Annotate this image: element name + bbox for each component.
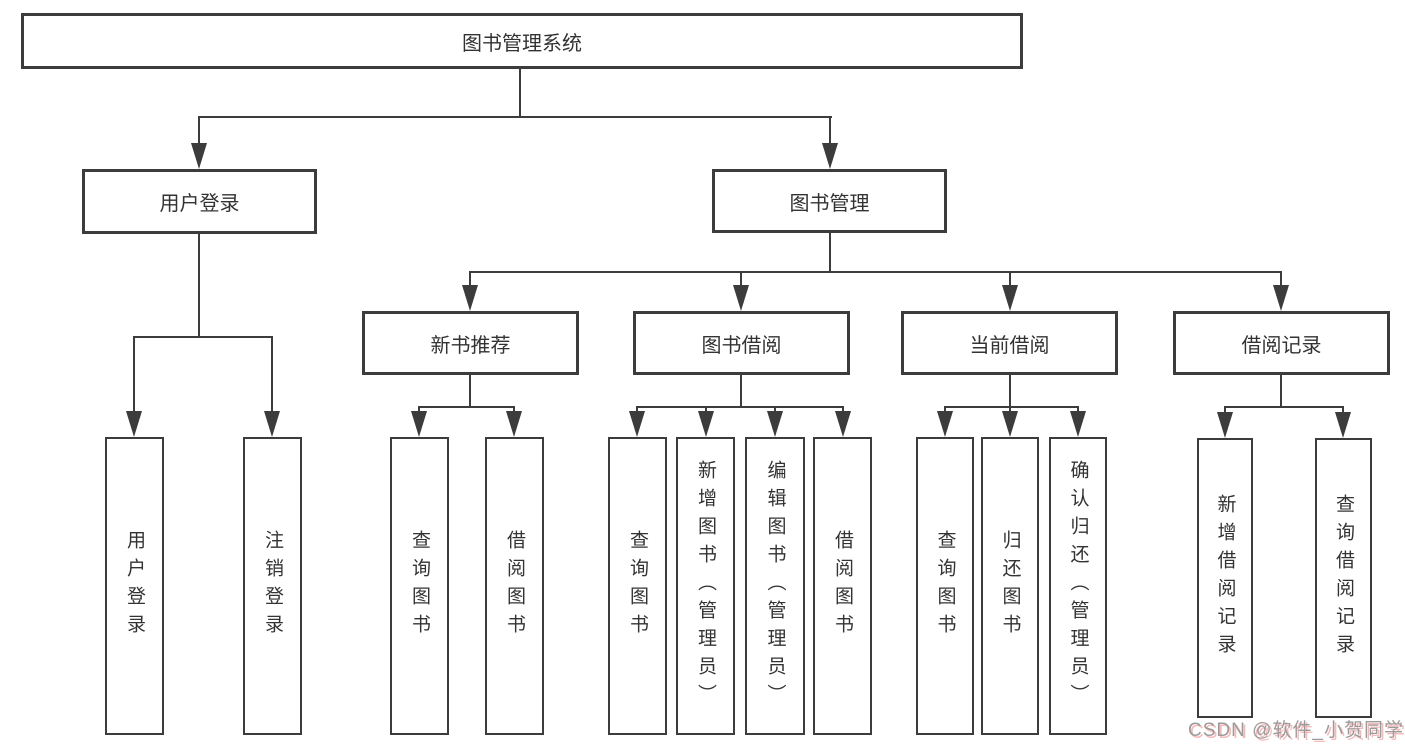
node-leaf-query-borrow-record: 查询借阅记录 xyxy=(1315,438,1372,718)
node-leaf-query-books-borrowing: 查询图书 xyxy=(608,437,667,735)
arrowhead-book-borrow xyxy=(733,285,749,311)
arrowhead-leaf-logout xyxy=(264,411,280,437)
edge-shaft-g2-add xyxy=(705,406,707,414)
edge-book-management-stem xyxy=(829,233,831,273)
node-new-book-recommendation: 新书推荐 xyxy=(362,311,579,375)
edge-new-book-stem xyxy=(469,375,471,408)
edge-root-stem xyxy=(519,69,521,117)
node-leaf-query-books-current: 查询图书 xyxy=(916,437,974,735)
node-label: 确认归还（管理员） xyxy=(1067,460,1089,712)
node-label: 查询借阅记录 xyxy=(1333,494,1354,662)
arrowhead-g3-confirm xyxy=(1070,411,1086,437)
node-user-login-branch: 用户登录 xyxy=(82,169,317,234)
edge-new-book-rail xyxy=(418,406,515,408)
node-leaf-borrow-books-recommend: 借阅图书 xyxy=(485,437,544,735)
edge-shaft-book-borrow xyxy=(740,271,742,287)
arrowhead-g2-borrow xyxy=(835,411,851,437)
edge-level2-rail xyxy=(198,116,832,118)
csdn-watermark: CSDN @软件_小贺同学 xyxy=(1188,720,1404,741)
edge-shaft-g3-return xyxy=(1009,406,1011,414)
edge-shaft-borrow-record xyxy=(1280,271,1282,287)
node-label: 图书借阅 xyxy=(701,334,782,357)
edge-shaft-book-management xyxy=(829,116,831,145)
arrowhead-g2-edit xyxy=(767,411,783,437)
node-label: 借阅图书 xyxy=(504,530,525,642)
edge-shaft-g2-borrow xyxy=(842,406,844,414)
arrowhead-user-login xyxy=(191,143,207,169)
edge-borrow-record-rail xyxy=(1224,406,1344,408)
edge-book-borrow-rail xyxy=(636,406,844,408)
edge-shaft-g3-confirm xyxy=(1077,406,1079,414)
node-book-borrowing: 图书借阅 xyxy=(633,311,850,375)
edge-user-login-rail xyxy=(133,336,273,338)
edge-shaft-g1-query xyxy=(418,406,420,414)
node-label: 注销登录 xyxy=(262,530,283,642)
edge-shaft-g3-query xyxy=(944,406,946,414)
node-label: 新增借阅记录 xyxy=(1214,494,1236,662)
edge-shaft-leaf-logout xyxy=(271,336,273,413)
edge-current-borrow-stem xyxy=(1009,375,1011,408)
node-leaf-user-login: 用户登录 xyxy=(105,437,164,735)
edge-level3-rail xyxy=(469,271,1282,273)
arrowhead-g1-query xyxy=(411,411,427,437)
edge-shaft-g4-add xyxy=(1224,406,1226,414)
node-label: 借阅记录 xyxy=(1241,334,1322,357)
edge-shaft-user-login xyxy=(198,116,200,145)
arrowhead-leaf-user-login xyxy=(126,411,142,437)
edge-shaft-g1-borrow xyxy=(513,406,515,414)
node-label: 查询图书 xyxy=(627,530,648,642)
node-book-management-branch: 图书管理 xyxy=(712,169,947,233)
node-label: 借阅图书 xyxy=(832,530,853,642)
node-leaf-query-books-recommend: 查询图书 xyxy=(390,437,449,735)
node-label: 新书推荐 xyxy=(430,334,511,357)
node-leaf-edit-books-admin: 编辑图书（管理员） xyxy=(745,437,805,735)
edge-shaft-current-borrow xyxy=(1009,271,1011,287)
node-label: 查询图书 xyxy=(409,530,430,642)
node-label: 图书管理系统 xyxy=(462,32,582,55)
node-borrowing-records: 借阅记录 xyxy=(1173,311,1390,375)
edge-user-login-stem xyxy=(198,234,200,338)
edge-shaft-g2-edit xyxy=(774,406,776,414)
arrowhead-current-borrow xyxy=(1002,285,1018,311)
node-label: 编辑图书（管理员） xyxy=(764,460,786,712)
edge-book-borrow-stem xyxy=(740,375,742,408)
arrowhead-g2-add xyxy=(698,411,714,437)
arrowhead-g4-add xyxy=(1217,412,1233,438)
node-label: 新增图书（管理员） xyxy=(695,460,716,712)
node-leaf-return-books: 归还图书 xyxy=(981,437,1039,735)
node-label: 归还图书 xyxy=(999,530,1021,642)
node-library-management-system: 图书管理系统 xyxy=(21,13,1023,69)
node-leaf-borrow-books: 借阅图书 xyxy=(813,437,872,735)
node-label: 图书管理 xyxy=(789,192,870,215)
arrowhead-book-management xyxy=(822,143,838,169)
node-label: 当前借阅 xyxy=(969,334,1050,357)
arrowhead-g4-query xyxy=(1335,412,1351,438)
arrowhead-g1-borrow xyxy=(506,411,522,437)
edge-borrow-record-stem xyxy=(1280,375,1282,408)
arrowhead-g2-query xyxy=(629,411,645,437)
node-leaf-add-books-admin: 新增图书（管理员） xyxy=(676,437,735,735)
node-label: 用户登录 xyxy=(124,530,145,642)
arrowhead-g3-return xyxy=(1002,411,1018,437)
node-leaf-add-borrow-record: 新增借阅记录 xyxy=(1197,438,1253,718)
node-leaf-confirm-return-admin: 确认归还（管理员） xyxy=(1049,437,1107,735)
arrowhead-new-book xyxy=(462,285,478,311)
node-label: 查询图书 xyxy=(934,530,956,642)
edge-shaft-leaf-user-login xyxy=(133,336,135,413)
node-label: 用户登录 xyxy=(159,193,240,215)
edge-current-borrow-rail xyxy=(944,406,1079,408)
edge-shaft-new-book xyxy=(469,271,471,287)
arrowhead-g3-query xyxy=(937,411,953,437)
edge-shaft-g2-query xyxy=(636,406,638,414)
arrowhead-borrow-record xyxy=(1273,285,1289,311)
edge-shaft-g4-query xyxy=(1342,406,1344,414)
node-current-borrowing: 当前借阅 xyxy=(901,311,1118,375)
node-leaf-logout: 注销登录 xyxy=(243,437,302,735)
